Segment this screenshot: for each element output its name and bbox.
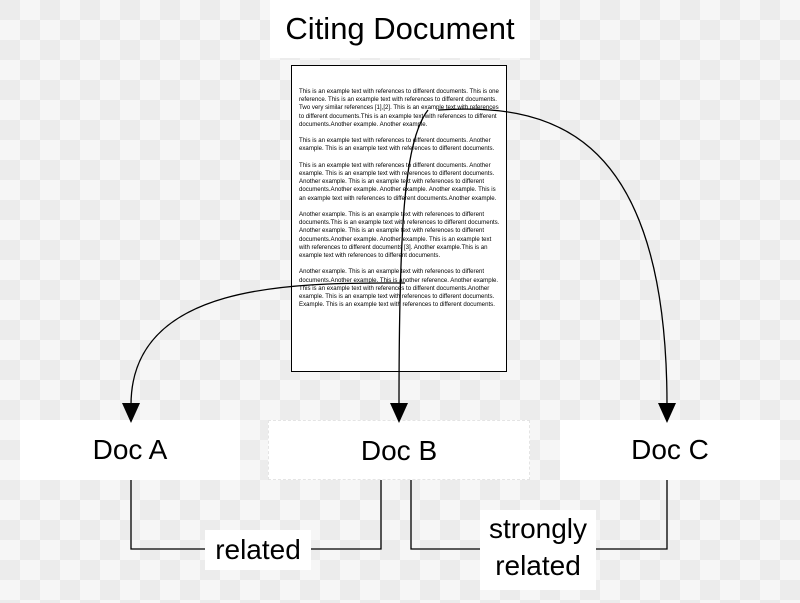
doc-b-label: Doc B bbox=[268, 420, 530, 480]
document-paragraph: This is an example text with references … bbox=[299, 88, 499, 128]
citation-arrow-doc-c bbox=[437, 108, 668, 406]
relation-label-line: related bbox=[495, 550, 581, 581]
title-backdrop bbox=[270, 0, 530, 58]
arrowhead-doc-c bbox=[658, 403, 676, 423]
document-paragraph: This is an example text with references … bbox=[299, 161, 497, 202]
relation-label-strongly-related: strongly related bbox=[480, 510, 596, 590]
citation-arrow-doc-b bbox=[398, 109, 429, 406]
document-paragraph: Another example. This is an example text… bbox=[299, 268, 499, 309]
relation-bracket-ab bbox=[130, 480, 382, 550]
document-paragraph: Another example. This is an example text… bbox=[299, 211, 500, 260]
doc-a-label: Doc A bbox=[20, 420, 240, 480]
relation-label-line: strongly bbox=[488, 513, 588, 544]
citing-document-title: Citing Document bbox=[285, 11, 515, 46]
relation-label-related: related bbox=[205, 530, 311, 570]
citation-arrow-doc-a bbox=[130, 282, 406, 406]
relation-bracket-bc bbox=[410, 480, 668, 550]
arrowhead-doc-a bbox=[122, 403, 140, 423]
doc-c-label: Doc C bbox=[560, 420, 780, 480]
document-paragraph: This is an example text with references … bbox=[299, 137, 495, 153]
arrowhead-doc-b bbox=[390, 403, 408, 423]
